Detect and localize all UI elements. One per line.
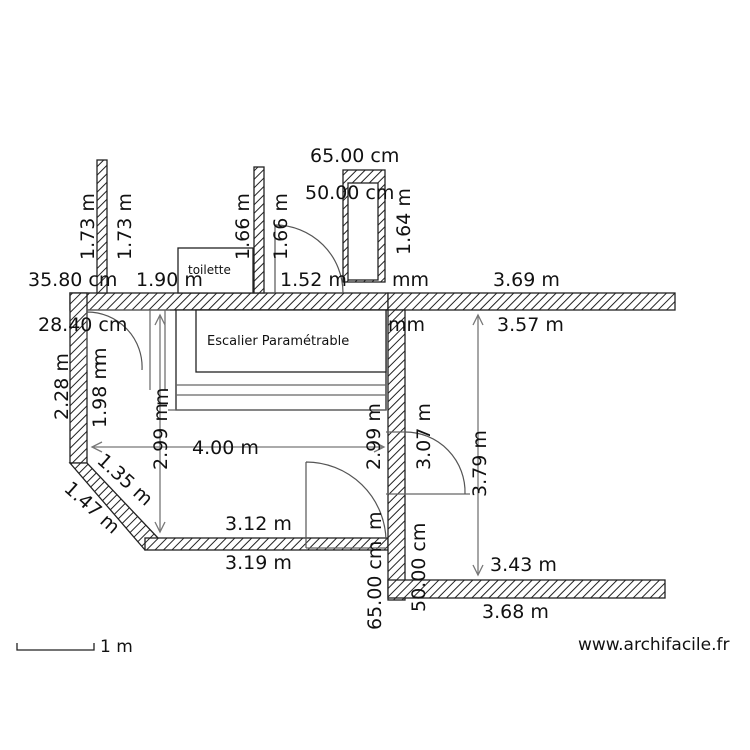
- label-right-top-inner: 3.57 m: [497, 314, 564, 336]
- label-top-mm-2: mm: [388, 314, 425, 336]
- arrow-room-height-bottom: [154, 521, 166, 534]
- door-top: [274, 224, 344, 294]
- arrow-right-height-bottom: [472, 564, 484, 577]
- wall-top-right: [387, 292, 676, 311]
- chimney-left: [96, 159, 108, 294]
- label-room-height-right: 2.99 m: [363, 403, 385, 470]
- label-vertical-50: 50.00 cm: [408, 523, 430, 612]
- label-corridor-height: 3.07 m: [413, 403, 435, 470]
- toilet-fixture: [177, 247, 254, 294]
- label-box-inner: 50.00 cm: [305, 182, 394, 204]
- label-left-stair-m: m: [151, 387, 173, 406]
- label-top-mid-mm: mm: [392, 269, 429, 291]
- label-chimney-left-2: 1.73 m: [114, 193, 136, 260]
- stair-label: Escalier Paramétrable: [207, 334, 349, 349]
- label-bottom-outer: 3.19 m: [225, 552, 292, 574]
- label-top-mid: 1.52 m: [280, 269, 347, 291]
- label-chimney-right: 1.64 m: [393, 188, 415, 255]
- door-bottom: [305, 461, 387, 548]
- wall-right-inner: [387, 309, 406, 601]
- label-door-m: m: [364, 511, 386, 530]
- dimension-lines: [90, 313, 484, 577]
- door-right: [404, 431, 466, 495]
- label-vertical-65: 65.00 cm: [364, 541, 386, 630]
- label-right-bottom-inner: 3.43 m: [490, 554, 557, 576]
- label-bottom-inner: 3.12 m: [225, 513, 292, 535]
- label-room-height-left: 2.99 m: [150, 403, 172, 470]
- column-inner: [347, 182, 379, 281]
- door-left: [86, 311, 143, 371]
- arrow-right-height-top: [472, 313, 484, 326]
- label-chimney-left-1: 1.73 m: [77, 193, 99, 260]
- label-toilet-width: 35.80 cm: [28, 269, 117, 291]
- label-chimney-mid-1: 1.66 m: [232, 193, 254, 260]
- arrow-room-height-top: [154, 313, 166, 326]
- label-toilet-depth: 1.90 m: [136, 269, 203, 291]
- label-small-m: m: [89, 347, 111, 366]
- inner-lines: [87, 309, 470, 549]
- label-left-height: 2.28 m: [51, 353, 73, 420]
- stair-box: [195, 309, 387, 373]
- watermark: www.archifacile.fr: [578, 635, 729, 655]
- scale-label: 1 m: [100, 637, 133, 657]
- scale-bar: [16, 643, 95, 651]
- label-right-top-outer: 3.69 m: [493, 269, 560, 291]
- label-right-bottom-outer: 3.68 m: [482, 601, 549, 623]
- arrow-room-width-left: [90, 441, 103, 453]
- wall-top-left: [69, 292, 389, 311]
- label-room-width: 4.00 m: [192, 437, 259, 459]
- wall-bottom-right: [387, 579, 666, 599]
- label-box-width: 65.00 cm: [310, 145, 399, 167]
- label-small-depth: 28.40 cm: [38, 314, 127, 336]
- chimney-mid: [253, 166, 265, 294]
- toilet-label: toilette: [188, 263, 231, 277]
- doors: [86, 224, 466, 548]
- label-chimney-mid-2: 1.66 m: [270, 193, 292, 260]
- label-right-height: 3.79 m: [469, 430, 491, 497]
- label-left-inner: 1.98 m: [89, 361, 111, 428]
- arrow-room-width-right: [373, 441, 386, 453]
